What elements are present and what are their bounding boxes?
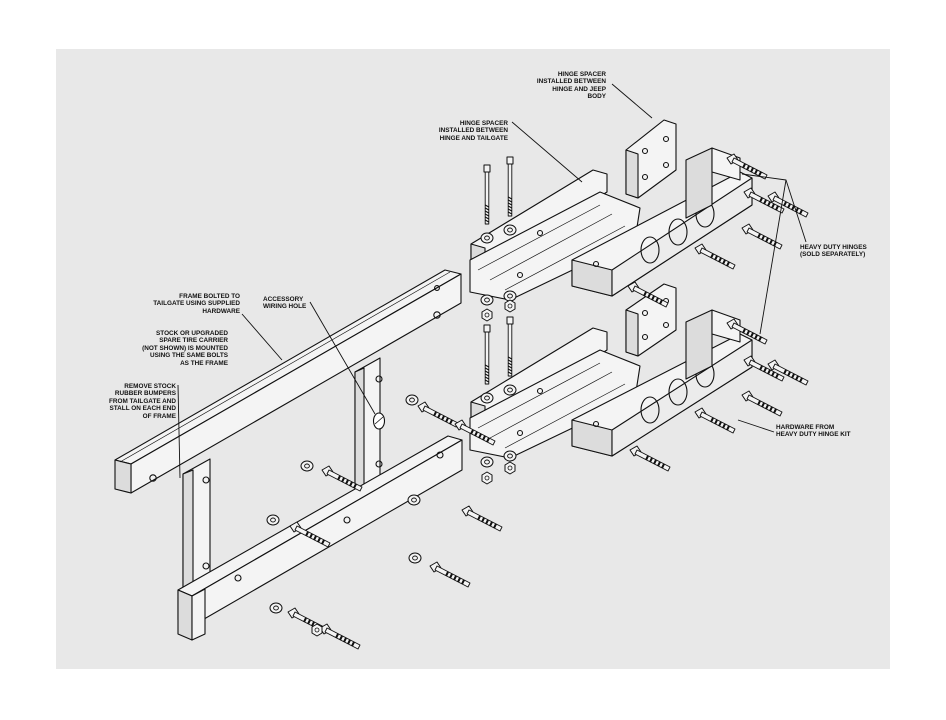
upper-hinge-assembly [469,119,753,301]
label-hinge-spacer-tailgate: HINGE SPACER INSTALLED BETWEEN HINGE AND… [438,120,508,142]
tailgate-frame [114,269,463,641]
label-heavy-duty-hinges: HEAVY DUTY HINGES (SOLD SEPARATELY) [800,244,867,259]
lower-hinge-assembly [469,283,753,459]
label-spare-tire-carrier: STOCK OR UPGRADED SPARE TIRE CARRIER (NO… [142,330,228,367]
label-hinge-hardware: HARDWARE FROM HEAVY DUTY HINGE KIT [776,424,851,439]
leader-lines [177,83,807,479]
label-frame-bolted: FRAME BOLTED TO TAILGATE USING SUPPLIED … [153,293,240,315]
label-accessory-wiring-hole: ACCESSORY WIRING HOLE [263,296,307,311]
label-hinge-spacer-body: HINGE SPACER INSTALLED BETWEEN HINGE AND… [536,71,606,101]
label-remove-bumpers: REMOVE STOCK RUBBER BUMPERS FROM TAILGAT… [109,383,176,420]
